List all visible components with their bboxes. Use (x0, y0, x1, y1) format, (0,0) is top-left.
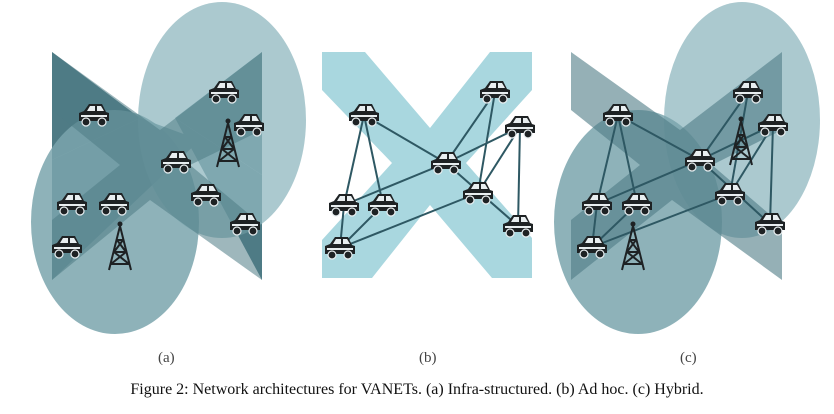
panel-a-infrastructured: (a) (31, 2, 306, 366)
road-x-b (322, 52, 532, 278)
panel-label-a: (a) (158, 350, 175, 366)
panel-b-adhoc: (b) (322, 52, 536, 366)
panel-c-hybrid: (c) (554, 2, 820, 366)
panel-label-c: (c) (680, 350, 697, 366)
figure-caption: Figure 2: Network architectures for VANE… (130, 381, 704, 398)
panel-label-b: (b) (419, 350, 437, 366)
